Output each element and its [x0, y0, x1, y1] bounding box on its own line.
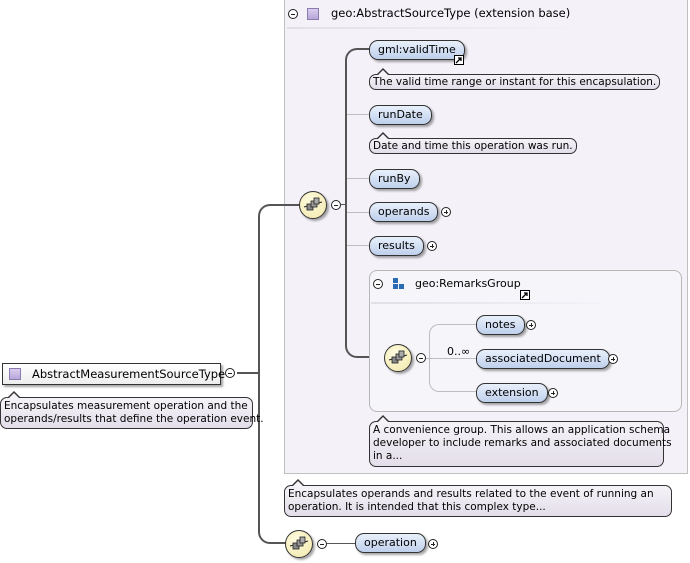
connector [345, 48, 370, 358]
collapse-root-toggle[interactable] [225, 368, 235, 378]
connector [347, 245, 369, 246]
expand-operands-toggle[interactable] [441, 207, 451, 217]
reference-link-icon[interactable] [520, 290, 530, 300]
connector [426, 358, 476, 359]
annotation-runDate: Date and time this operation was run. [369, 132, 577, 154]
element-associatedDocument[interactable]: associatedDocument [476, 349, 610, 369]
element-runBy[interactable]: runBy [369, 169, 420, 189]
element-operands[interactable]: operands [369, 202, 439, 222]
element-operation[interactable]: operation [355, 533, 426, 553]
group-title: geo:RemarksGroup [415, 277, 521, 290]
annotation-line: in a... [373, 450, 403, 462]
sequence-compositor-icon[interactable] [384, 344, 412, 372]
reference-link-icon[interactable] [454, 55, 464, 65]
connector [258, 204, 302, 544]
connector [341, 204, 346, 205]
complex-type-icon [9, 368, 21, 380]
element-extension[interactable]: extension [476, 383, 548, 403]
connector [327, 543, 355, 544]
annotation-line: A convenience group. This allows an appl… [373, 424, 671, 436]
extension-base-title: geo:AbstractSourceType (extension base) [331, 6, 571, 20]
connector [347, 212, 369, 213]
expand-notes-toggle[interactable] [526, 320, 536, 330]
collapse-group-toggle[interactable] [373, 279, 383, 289]
collapse-group-sequence-toggle[interactable] [416, 353, 426, 363]
annotation-validTime: The valid time range or instant for this… [369, 68, 661, 90]
annotation-group: A convenience group. This allows an appl… [369, 415, 672, 467]
collapse-extension-toggle[interactable] [288, 9, 298, 19]
root-type-name: AbstractMeasurementSourceType [32, 367, 226, 381]
annotation-root: Encapsulates measurement operation and t… [0, 391, 264, 429]
collapse-sequence-toggle[interactable] [331, 200, 341, 210]
annotation-line: developer to include remarks and associa… [373, 437, 672, 449]
cardinality-label: 0..∞ [447, 345, 471, 358]
expand-associatedDocument-toggle[interactable] [608, 354, 618, 364]
annotation-line: Encapsulates operands and results relate… [288, 488, 654, 500]
group-header-divider [371, 302, 601, 304]
annotation-extension-base: Encapsulates operands and results relate… [284, 479, 672, 517]
annotation-line: Encapsulates measurement operation and t… [4, 400, 248, 412]
connector [347, 178, 369, 179]
sequence-compositor-icon[interactable] [285, 530, 313, 558]
expand-operation-toggle[interactable] [428, 539, 438, 549]
header-divider [287, 27, 587, 29]
expand-extension-toggle[interactable] [548, 388, 558, 398]
expand-results-toggle[interactable] [427, 241, 437, 251]
root-complex-type[interactable]: AbstractMeasurementSourceType [2, 363, 225, 385]
element-results[interactable]: results [369, 236, 424, 256]
group-icon [393, 278, 405, 290]
collapse-sequence-toggle[interactable] [317, 539, 327, 549]
annotation-line: operands/results that define the operati… [4, 413, 264, 425]
connector [347, 114, 369, 115]
element-runDate[interactable]: runDate [369, 105, 432, 125]
annotation-line: operation. It is intended that this comp… [288, 501, 546, 513]
sequence-compositor-icon[interactable] [299, 191, 327, 219]
element-gml-validTime[interactable]: gml:validTime [369, 40, 465, 60]
element-notes[interactable]: notes [476, 315, 525, 335]
connector [237, 372, 259, 374]
complex-type-icon [307, 8, 319, 20]
